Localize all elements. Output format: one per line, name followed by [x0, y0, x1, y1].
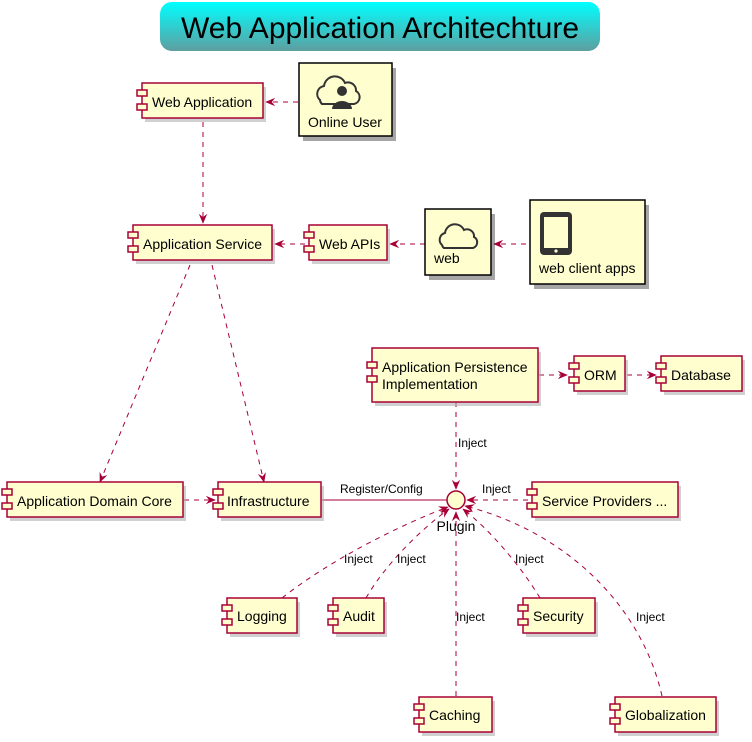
component-icon	[1, 502, 13, 510]
component-service-providers: Service Providers ...	[526, 481, 681, 521]
cloud-icon	[438, 223, 479, 249]
edges	[99, 97, 663, 697]
component-icon	[568, 376, 580, 384]
audit-label: Audit	[343, 608, 375, 624]
component-icon	[526, 502, 538, 510]
plugin-interface: Plugin	[437, 490, 476, 534]
component-icon	[127, 245, 139, 253]
node-web: web	[424, 208, 495, 280]
infrastructure-label: Infrastructure	[227, 493, 310, 509]
globalization-label: Globalization	[625, 707, 706, 723]
label-inject-service-providers: Inject	[482, 482, 511, 496]
web-application-label: Web Application	[152, 94, 252, 110]
component-application-domain-core: Application Domain Core	[1, 481, 186, 521]
label-inject-persistence: Inject	[458, 436, 487, 450]
component-web-application: Web Application	[136, 82, 266, 122]
component-icon	[655, 362, 667, 370]
application-service-label: Application Service	[143, 236, 262, 252]
online-user-label: Online User	[308, 114, 382, 130]
component-icon	[221, 604, 233, 612]
component-icon	[655, 376, 667, 384]
web-client-apps-label: web client apps	[538, 260, 636, 276]
service-providers-label: Service Providers ...	[542, 493, 667, 509]
component-icon	[609, 703, 621, 711]
web-label: web	[433, 250, 460, 266]
component-icon	[413, 717, 425, 725]
component-icon	[366, 361, 378, 369]
label-inject-audit: Inject	[397, 552, 426, 566]
component-web-apis: Web APIs	[303, 224, 390, 264]
component-icon	[609, 717, 621, 725]
component-icon	[127, 231, 139, 239]
component-icon	[568, 362, 580, 370]
edge-logging-to-plugin	[281, 506, 449, 599]
component-icon	[327, 604, 339, 612]
edge-audit-to-plugin	[365, 508, 450, 599]
label-inject-logging: Inject	[344, 552, 373, 566]
security-label: Security	[533, 608, 584, 624]
node-online-user: Online User	[298, 62, 396, 141]
label-inject-security: Inject	[515, 552, 544, 566]
component-icon	[1, 488, 13, 496]
component-icon	[327, 618, 339, 626]
edge-application-service-to-infrastructure	[211, 264, 266, 483]
component-icon	[517, 604, 529, 612]
title-text: Web Application Architechture	[181, 12, 579, 45]
label-inject-globalization: Inject	[636, 610, 665, 624]
cloud-user-icon	[316, 75, 361, 109]
plugin-label: Plugin	[437, 518, 476, 534]
component-audit: Audit	[327, 597, 387, 637]
component-security: Security	[517, 597, 598, 637]
component-icon	[136, 89, 148, 97]
label-register-config: Register/Config	[340, 482, 423, 496]
component-application-persistence: Application Persistence Implementation	[366, 347, 541, 406]
caching-label: Caching	[429, 707, 480, 723]
edge-labels: Register/Config Inject Inject Inject Inj…	[340, 436, 665, 624]
edge-security-to-plugin	[462, 508, 541, 599]
component-icon	[526, 488, 538, 496]
component-logging: Logging	[221, 597, 300, 637]
component-application-service: Application Service	[127, 224, 275, 264]
node-web-client-apps: web client apps	[529, 199, 649, 289]
database-label: Database	[671, 367, 731, 383]
persistence-label-line1: Application Persistence	[382, 359, 528, 375]
component-icon	[212, 502, 224, 510]
component-icon	[413, 703, 425, 711]
component-icon	[136, 103, 148, 111]
persistence-label-line2: Implementation	[382, 376, 478, 392]
tablet-icon	[540, 212, 572, 255]
component-icon	[212, 488, 224, 496]
component-icon	[366, 375, 378, 383]
component-caching: Caching	[413, 696, 495, 736]
label-inject-caching: Inject	[456, 610, 485, 624]
component-icon	[303, 231, 315, 239]
component-infrastructure: Infrastructure	[212, 481, 324, 521]
component-orm: ORM	[568, 355, 628, 395]
component-icon	[517, 618, 529, 626]
component-icon	[303, 245, 315, 253]
logging-label: Logging	[237, 608, 287, 624]
domain-core-label: Application Domain Core	[17, 493, 172, 509]
web-apis-label: Web APIs	[319, 236, 380, 252]
component-icon	[221, 618, 233, 626]
edge-globalization-to-plugin	[464, 504, 663, 697]
component-globalization: Globalization	[609, 696, 719, 736]
edge-application-service-to-domain-core	[99, 264, 191, 483]
orm-label: ORM	[584, 367, 617, 383]
component-database: Database	[655, 355, 745, 395]
diagram-title: Web Application Architechture	[160, 2, 600, 51]
